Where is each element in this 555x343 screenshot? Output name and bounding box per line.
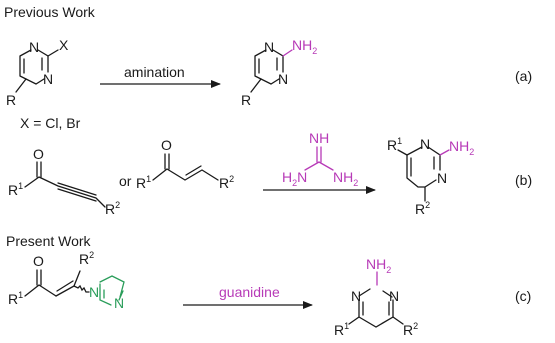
atom-n: N	[89, 284, 99, 300]
atom-o: O	[33, 253, 44, 269]
imidazole-ring: N N	[89, 275, 125, 311]
amino-group: NH2	[449, 138, 474, 157]
aminopyrimidine-product-a: N N NH2 R	[241, 37, 317, 108]
imine-nh: NH	[309, 130, 329, 146]
label-b: (b)	[515, 172, 532, 188]
halogen-note: X = Cl, Br	[20, 115, 81, 131]
amino-h2n: H2N	[282, 169, 307, 188]
atom-r: R	[241, 92, 251, 108]
label-a: (a)	[515, 68, 532, 84]
enone-structure: O R1 R2	[136, 137, 234, 191]
ynone-structure: O R1 R2	[8, 146, 120, 217]
atom-r1: R1	[8, 181, 23, 198]
halopyrimidine-structure: N N X R	[6, 37, 69, 108]
amino-group: NH2	[366, 256, 391, 275]
amino-group: NH2	[292, 37, 317, 56]
atom-n: N	[43, 71, 53, 87]
atom-n: N	[389, 288, 399, 304]
atom-n: N	[420, 136, 430, 152]
reagent-guanidine: guanidine	[219, 284, 280, 300]
atom-n: N	[278, 71, 288, 87]
guanidine-structure: NH H2N NH2	[282, 130, 358, 188]
atom-n: N	[437, 170, 447, 186]
atom-r2: R2	[415, 200, 430, 217]
atom-n: N	[114, 295, 124, 311]
atom-r2: R2	[219, 174, 234, 191]
imidazolyl-enone-structure: O R1 R2	[8, 250, 94, 307]
atom-o: O	[33, 146, 44, 162]
heading-previous-work: Previous Work	[4, 4, 96, 20]
aminopyrimidine-product-b: R1 N N NH2 R2	[387, 136, 474, 217]
atom-n: N	[29, 39, 39, 55]
atom-r1: R1	[136, 174, 151, 191]
atom-r: R	[6, 92, 16, 108]
reagent-amination: amination	[124, 64, 185, 80]
aminopyrimidine-product-c: NH2 N N R1 R2	[334, 256, 418, 338]
atom-o: O	[161, 137, 172, 153]
heading-present-work: Present Work	[6, 233, 92, 249]
amino-nh2: NH2	[333, 169, 358, 188]
atom-r1: R1	[334, 321, 349, 338]
or-text: or	[119, 173, 132, 189]
atom-r2: R2	[403, 321, 418, 338]
atom-r1: R1	[387, 136, 402, 153]
atom-r2: R2	[79, 250, 94, 267]
atom-r2: R2	[105, 200, 120, 217]
atom-x: X	[59, 37, 69, 53]
atom-n: N	[264, 39, 274, 55]
atom-r1: R1	[8, 290, 23, 307]
atom-n: N	[351, 288, 361, 304]
label-c: (c)	[515, 288, 531, 304]
